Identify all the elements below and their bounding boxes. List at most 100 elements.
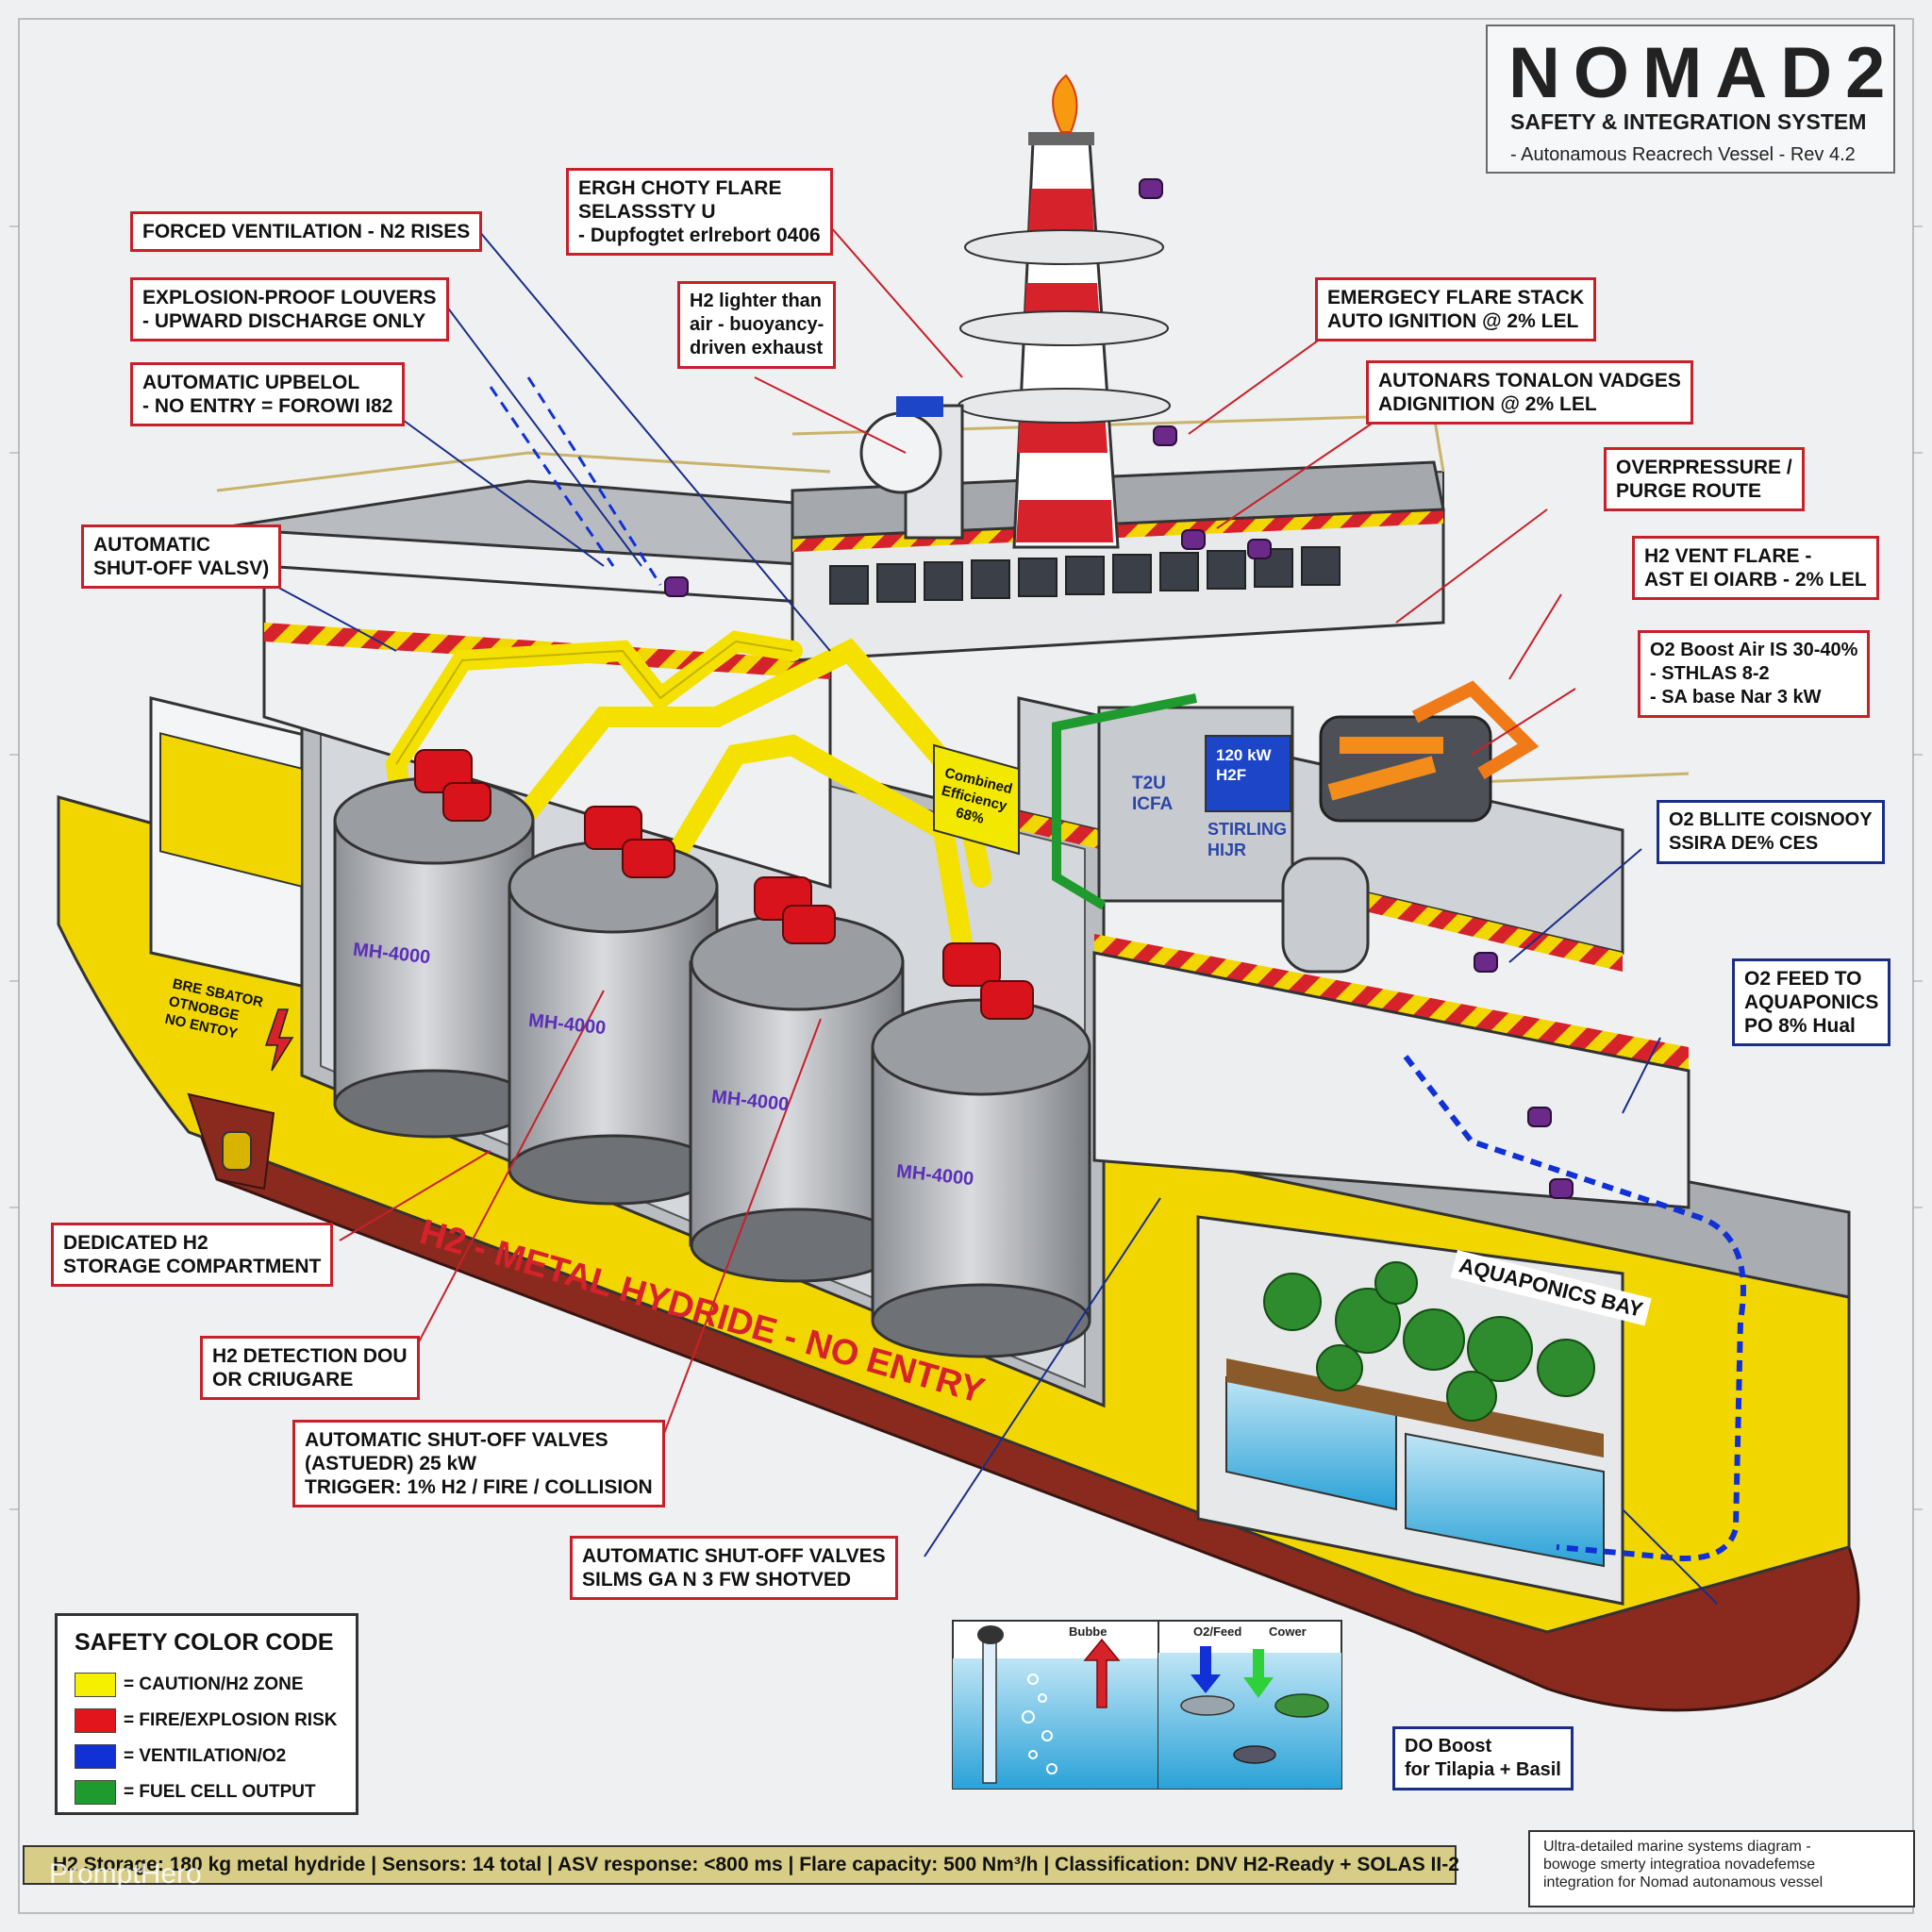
callout-text: AST EI OIARB - 2% LEL bbox=[1644, 569, 1867, 591]
leader-lines-red bbox=[339, 225, 1576, 1444]
leader-lines-blue bbox=[273, 230, 1718, 1605]
callout-text: (ASTUEDR) 25 kW bbox=[305, 1453, 477, 1474]
callout-text: AQUAPONICS bbox=[1744, 991, 1879, 1013]
tilapia-icon bbox=[1180, 1695, 1235, 1716]
bridge-windows bbox=[829, 546, 1341, 605]
callout-text: - UPWARD DISCHARGE ONLY bbox=[142, 310, 426, 332]
caption-line: Ultra-detailed marine systems diagram - bbox=[1543, 1839, 1811, 1855]
aquaponics-bay bbox=[1196, 1215, 1624, 1606]
flame-icon bbox=[1052, 74, 1078, 133]
page-subtitle: SAFETY & INTEGRATION SYSTEM bbox=[1510, 109, 1867, 134]
callout-o2-feed-aquaponics: O2 FEED TO AQUAPONICS PO 8% Hual bbox=[1732, 958, 1891, 1046]
callout-text: FORCED VENTILATION - N2 RISES bbox=[142, 221, 471, 242]
callout-shutoff-trigger: AUTOMATIC SHUT-OFF VALVES (ASTUEDR) 25 k… bbox=[292, 1420, 665, 1507]
fuel-cell-rating: 120 kW H2F bbox=[1216, 746, 1272, 784]
lightning-icon bbox=[264, 1008, 294, 1072]
callout-emergency-flare: EMERGECY FLARE STACK AUTO IGNITION @ 2% … bbox=[1315, 277, 1597, 341]
vent-cowl bbox=[859, 396, 964, 540]
caption-line: integration for Nomad autonamous vessel bbox=[1543, 1874, 1824, 1890]
caption-line: bowoge smerty integratioa novadefemse bbox=[1543, 1857, 1816, 1873]
callout-text: AUTOMATIC SHUT-OFF VALVES bbox=[305, 1429, 608, 1451]
callout-text: H2 VENT FLARE - bbox=[1644, 545, 1812, 567]
shut-off-valves bbox=[414, 749, 1034, 1020]
stirling-label: STIRLING HIJR bbox=[1208, 820, 1287, 859]
callout-forced-ventilation: FORCED VENTILATION - N2 RISES bbox=[130, 211, 483, 252]
down-arrow-green-icon bbox=[1243, 1649, 1274, 1698]
legend-label: = VENTILATION/O2 bbox=[124, 1746, 287, 1767]
callout-text: AUTO IGNITION @ 2% LEL bbox=[1327, 310, 1579, 332]
legend-label: = CAUTION/H2 ZONE bbox=[124, 1674, 304, 1695]
airflow-arrows bbox=[489, 376, 662, 586]
plant-icons bbox=[1263, 1261, 1595, 1422]
callout-h2-lighter: H2 lighter than air - buoyancy- driven e… bbox=[677, 281, 837, 369]
fuel-cell-code: T2U ICFA bbox=[1132, 774, 1174, 814]
margin-ticks bbox=[9, 225, 1923, 1510]
image-caption: Ultra-detailed marine systems diagram - … bbox=[1528, 1830, 1915, 1907]
callout-text: AUTOMATIC SHUT-OFF VALVES bbox=[582, 1545, 886, 1567]
inset-feed bbox=[1158, 1620, 1342, 1790]
callout-do-boost: DO Boost for Tilapia + Basil bbox=[1392, 1726, 1574, 1790]
o2-feed-line bbox=[1403, 1055, 1746, 1561]
callout-text: STORAGE COMPARTMENT bbox=[63, 1256, 322, 1277]
callout-text: - SA base Nar 3 kW bbox=[1650, 687, 1822, 708]
callout-autonars: AUTONARS TONALON VADGES ADIGNITION @ 2% … bbox=[1366, 360, 1693, 425]
watermark: PromptHero bbox=[49, 1858, 202, 1890]
callout-text: air - buoyancy- bbox=[690, 314, 824, 335]
callout-automatic-upbelol: AUTOMATIC UPBELOL - NO ENTRY = FOROWI I8… bbox=[130, 362, 406, 426]
callout-text: - STHLAS 8-2 bbox=[1650, 663, 1770, 684]
hydride-tanks bbox=[333, 776, 1091, 1358]
callout-text: - NO ENTRY = FOROWI I82 bbox=[142, 395, 393, 417]
callout-text: AUTONARS TONALON VADGES bbox=[1378, 370, 1681, 391]
title-block: NOMAD2 SAFETY & INTEGRATION SYSTEM - Aut… bbox=[1486, 25, 1895, 174]
efficiency-sign bbox=[933, 743, 1020, 856]
lower-right-deck bbox=[1092, 951, 1690, 1209]
callout-text: for Tilapia + Basil bbox=[1405, 1759, 1561, 1780]
revision-label: - Autonamous Reacrech Vessel - Rev 4.2 bbox=[1510, 144, 1856, 165]
inset-cower-label: Cower bbox=[1269, 1624, 1307, 1639]
separator-cylinder bbox=[1281, 857, 1370, 974]
callout-text: O2 Boost Air IS 30-40% bbox=[1650, 640, 1858, 660]
h2-sensors bbox=[664, 178, 1574, 1199]
callout-text: PO 8% Hual bbox=[1744, 1015, 1856, 1037]
stack-platforms bbox=[958, 229, 1171, 424]
frame-border bbox=[18, 18, 1914, 1914]
callout-text: H2 DETECTION DOU bbox=[212, 1345, 408, 1367]
callout-explosion-louvers: EXPLOSION-PROOF LOUVERS - UPWARD DISCHAR… bbox=[130, 277, 449, 341]
inset-bubbler-label: Bubbe bbox=[1069, 1624, 1108, 1639]
callout-overpressure: OVERPRESSURE / PURGE ROUTE bbox=[1604, 447, 1805, 511]
legend-swatch bbox=[75, 1780, 116, 1805]
page-title: NOMAD2 bbox=[1508, 33, 1899, 113]
callout-text: AUTOMATIC UPBELOL bbox=[142, 372, 360, 393]
callout-text: EXPLOSION-PROOF LOUVERS bbox=[142, 287, 437, 308]
callout-dedicated-storage: DEDICATED H2 STORAGE COMPARTMENT bbox=[51, 1223, 334, 1287]
callout-o2-boost-air: O2 Boost Air IS 30-40% - STHLAS 8-2 - SA… bbox=[1638, 630, 1871, 718]
legend-label: = FIRE/EXPLOSION RISK bbox=[124, 1710, 338, 1731]
callout-text: O2 FEED TO bbox=[1744, 968, 1862, 990]
callout-shutoff-shotved: AUTOMATIC SHUT-OFF VALVES SILMS GA N 3 F… bbox=[570, 1536, 898, 1600]
legend-label: = FUEL CELL OUTPUT bbox=[124, 1782, 316, 1803]
legend-item-fuel-cell: = FUEL CELL OUTPUT bbox=[75, 1780, 316, 1805]
callout-text: SILMS GA N 3 FW SHOTVED bbox=[582, 1569, 852, 1591]
callout-text: DEDICATED H2 bbox=[63, 1232, 208, 1254]
legend-title: SAFETY COLOR CODE bbox=[75, 1629, 334, 1656]
callout-shutoff-valsv: AUTOMATIC SHUT-OFF VALSV) bbox=[81, 525, 282, 589]
legend-item-fire: = FIRE/EXPLOSION RISK bbox=[75, 1708, 337, 1733]
callout-h2-detection: H2 DETECTION DOU OR CRIUGARE bbox=[200, 1336, 420, 1400]
legend-swatch bbox=[75, 1708, 116, 1733]
callout-o2-bllite: O2 BLLITE COISNOOY SSIRA DE% CES bbox=[1657, 800, 1885, 864]
callout-text: SSIRA DE% CES bbox=[1669, 833, 1819, 854]
callout-text: driven exhaust bbox=[690, 338, 824, 358]
callout-text: TRIGGER: 1% H2 / FIRE / COLLISION bbox=[305, 1476, 653, 1498]
no-entry-sign bbox=[159, 732, 303, 889]
legend-item-caution: = CAUTION/H2 ZONE bbox=[75, 1673, 304, 1697]
callout-text: OR CRIUGARE bbox=[212, 1369, 354, 1391]
callout-text: - Dupfogtet erlrebort 0406 bbox=[578, 225, 821, 246]
propeller-hub bbox=[222, 1131, 252, 1171]
callout-flare-top: ERGH CHOTY FLARE SELASSSTY U - Dupfogtet… bbox=[566, 168, 833, 256]
fish-icon bbox=[1274, 1693, 1329, 1718]
callout-text: EMERGECY FLARE STACK bbox=[1327, 287, 1585, 308]
callout-text: DO Boost bbox=[1405, 1736, 1492, 1757]
legend-swatch bbox=[75, 1744, 116, 1769]
